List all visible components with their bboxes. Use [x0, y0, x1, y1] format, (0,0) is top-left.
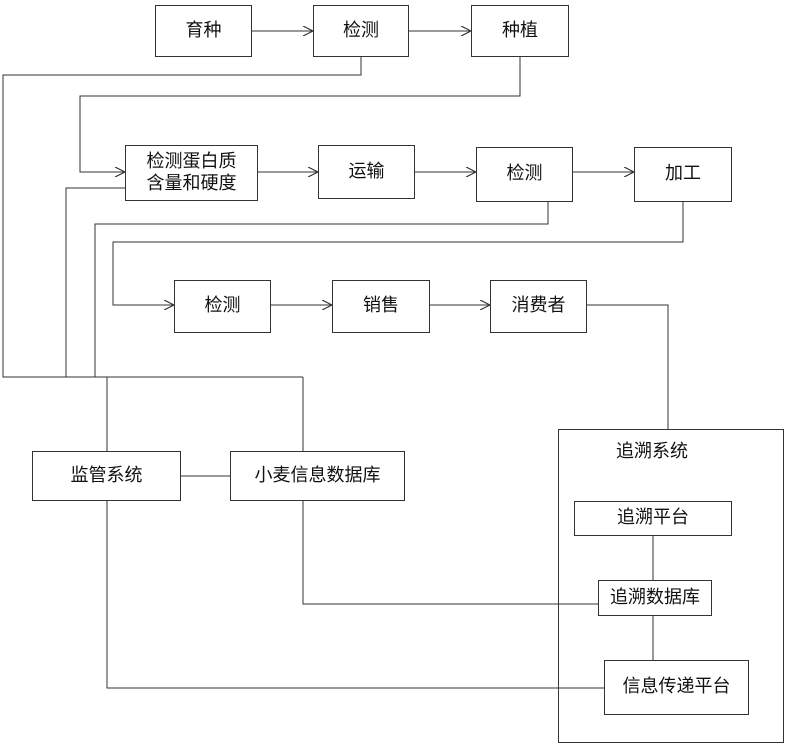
info-platform-label: 信息传递平台 [623, 676, 731, 699]
detect-label-2: 检测 [507, 163, 543, 186]
detect-label-3: 检测 [205, 295, 241, 318]
trace-database-box: 追溯数据库 [598, 580, 712, 616]
trace-database-label: 追溯数据库 [610, 587, 700, 610]
protein-test-label: 检测蛋白质 含量和硬度 [147, 151, 237, 196]
detect-box-3: 检测 [174, 280, 271, 333]
connector-detect2-to-supervision [95, 202, 548, 377]
wheat-database-label: 小麦信息数据库 [255, 465, 381, 488]
supervision-system-box: 监管系统 [32, 451, 181, 501]
planting-box: 种植 [471, 5, 569, 57]
sales-label: 销售 [363, 295, 399, 318]
protein-test-box: 检测蛋白质 含量和硬度 [125, 145, 258, 201]
breeding-box: 育种 [155, 5, 252, 57]
trace-platform-box: 追溯平台 [574, 501, 732, 536]
consumer-label: 消费者 [512, 295, 566, 318]
transport-box: 运输 [318, 145, 415, 199]
wheat-database-box: 小麦信息数据库 [230, 451, 405, 501]
connector-supervision-to-info-platform [107, 501, 604, 688]
transport-label: 运输 [349, 161, 385, 184]
connector-database-to-trace-db [303, 501, 598, 604]
detect-label-1: 检测 [343, 20, 379, 43]
detect-box-2: 检测 [476, 147, 573, 202]
trace-system-title: 追溯系统 [616, 437, 688, 463]
processing-label: 加工 [665, 163, 701, 186]
supervision-system-label: 监管系统 [71, 465, 143, 488]
trace-platform-label: 追溯平台 [617, 507, 689, 530]
processing-box: 加工 [634, 147, 732, 202]
consumer-box: 消费者 [490, 280, 587, 333]
detect-box-1: 检测 [313, 5, 409, 57]
breeding-label: 育种 [186, 20, 222, 43]
info-platform-box: 信息传递平台 [604, 660, 749, 715]
sales-box: 销售 [332, 280, 430, 333]
connector-consumer-to-trace-system [587, 305, 668, 430]
planting-label: 种植 [502, 20, 538, 43]
